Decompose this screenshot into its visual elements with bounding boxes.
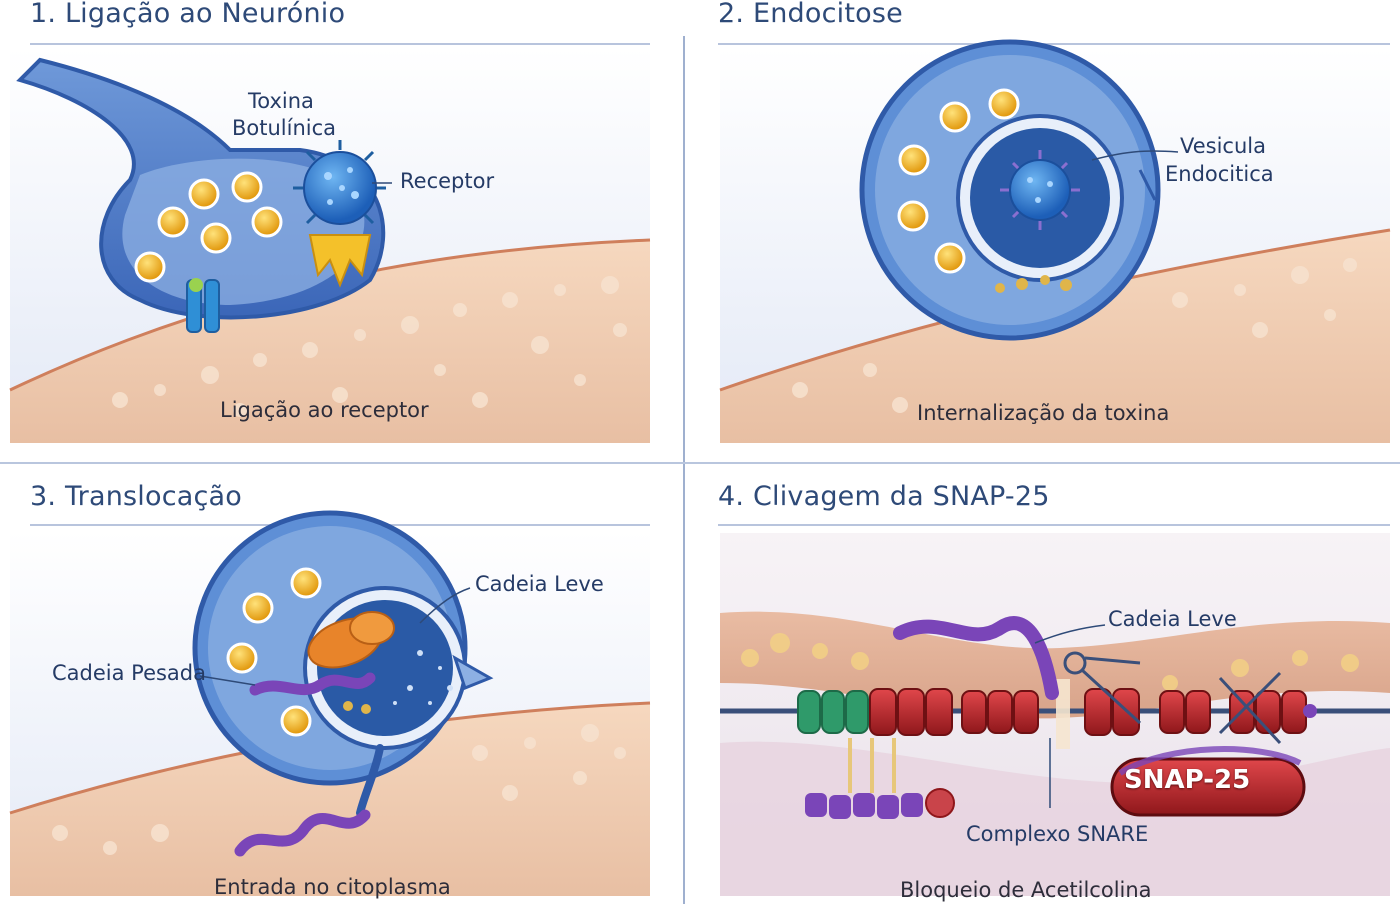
snare-complex-label: Complexo SNARE <box>966 822 1149 846</box>
panel-caption: Internalização da toxina <box>917 401 1170 425</box>
snap25-label: SNAP-25 <box>1124 765 1251 795</box>
panel-title: 1. Ligação ao Neurónio <box>30 0 346 29</box>
vesicle-label-line2: Endocitica <box>1165 162 1274 186</box>
vesicle-label-line1: Vesicula <box>1180 134 1266 158</box>
receptor-shape <box>308 234 372 288</box>
heavy-chain-label: Cadeia Pesada <box>52 661 207 685</box>
internalized-toxin <box>1000 150 1080 230</box>
scissors-icon <box>1063 651 1282 745</box>
light-chain-label: Cadeia Leve <box>475 572 604 596</box>
horizontal-divider <box>0 462 1400 464</box>
cleavage-illustration <box>718 524 1390 896</box>
panel-endocytosis: 2. Endocitose Vesicula Endocitica Intern… <box>700 0 1400 453</box>
vertical-divider <box>683 36 685 904</box>
panel-snap25-cleavage: 4. Clivagem da SNAP-25 Cadeia Leve SNAP-… <box>700 453 1400 906</box>
light-chain-shape <box>307 611 395 669</box>
toxin-particle <box>293 140 386 225</box>
panel-title: 2. Endocitose <box>718 0 903 29</box>
panel-title: 4. Clivagem da SNAP-25 <box>718 481 1050 512</box>
snare-red-segments <box>869 688 1307 736</box>
panel-binding: 1. Ligação ao Neurónio Toxina Botulínica… <box>0 0 700 453</box>
snare-green-segment <box>797 690 869 734</box>
toxin-label-line1: Toxina <box>248 89 314 113</box>
cleavage-gap <box>1056 679 1070 749</box>
receptor-label: Receptor <box>400 169 495 193</box>
heavy-chain-shape <box>249 672 376 696</box>
lower-proteins <box>805 793 923 819</box>
snap25-shape <box>1110 757 1306 817</box>
binding-illustration <box>9 43 651 443</box>
membrane-cells <box>112 276 627 417</box>
panel-caption: Entrada no citoplasma <box>214 875 451 899</box>
panel-translocation: 3. Translocação Cadeia Leve Cadeia Pesad… <box>0 453 700 906</box>
panel-caption: Ligação ao receptor <box>220 398 429 422</box>
panel-title: 3. Translocação <box>30 481 243 512</box>
toxin-label-line2: Botulínica <box>232 116 337 140</box>
light-chain-label: Cadeia Leve <box>1108 607 1237 631</box>
endocytosis-illustration <box>718 39 1391 443</box>
light-chain-shape <box>893 616 1059 700</box>
translocation-illustration <box>9 510 651 896</box>
synaptic-vesicles <box>134 171 283 283</box>
panel-caption: Bloqueio de Acetilcolina <box>900 878 1152 902</box>
